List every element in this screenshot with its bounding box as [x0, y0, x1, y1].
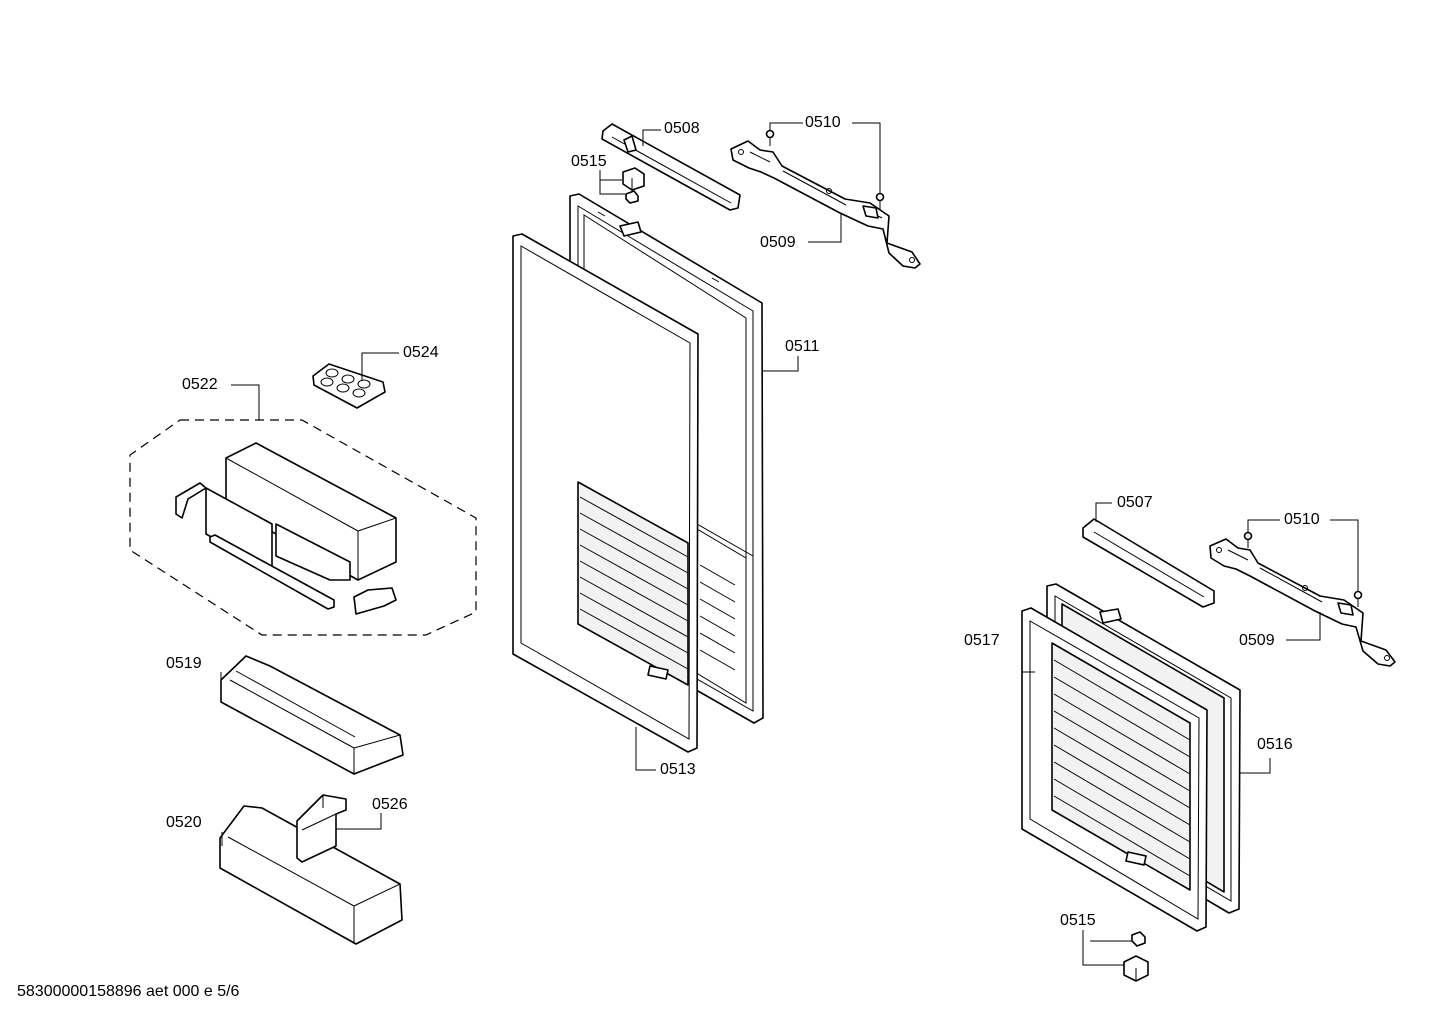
shelf-grid-upper-rear: [699, 564, 736, 671]
part-0519-door-shelf: [220, 655, 404, 775]
part-0515-hinge-cap-lower: [1123, 931, 1149, 982]
label-0509-lower: 0509: [1239, 632, 1275, 649]
label-0519: 0519: [166, 655, 202, 672]
leader-lines: [220, 122, 1359, 966]
part-0510-screws-lower: [1243, 531, 1363, 607]
label-0513: 0513: [660, 761, 696, 778]
document-footer-id: 58300000158896 aet 000 e 5/6: [17, 983, 240, 1000]
part-0509-hinge-bracket-upper: [730, 140, 921, 269]
part-0517-door-gasket: [1021, 607, 1208, 932]
label-0509-upper: 0509: [760, 234, 796, 251]
label-0526: 0526: [372, 796, 408, 813]
label-0524: 0524: [403, 344, 439, 361]
part-0507-cover-strip: [1082, 518, 1215, 608]
label-0510-lower: 0510: [1284, 511, 1320, 528]
label-0511: 0511: [785, 338, 820, 355]
label-0515-upper: 0515: [571, 153, 607, 170]
part-0522-butter-compartment: [175, 442, 397, 615]
part-0509-hinge-bracket-lower: [1209, 538, 1396, 667]
part-0510-screws-upper: [765, 129, 885, 209]
label-0510-upper: 0510: [805, 114, 841, 131]
part-0513-door-gasket: [512, 233, 736, 753]
label-0507: 0507: [1117, 494, 1153, 511]
part-0515-hinge-cap-upper: [622, 167, 645, 204]
shelf-grid-upper: [579, 496, 689, 670]
label-0516: 0516: [1257, 736, 1293, 753]
label-0522: 0522: [182, 376, 218, 393]
part-0508-cover-strip: [601, 123, 741, 211]
part-0524-egg-tray: [312, 363, 386, 409]
shelf-grid-lower: [1053, 659, 1191, 877]
label-0520: 0520: [166, 814, 202, 831]
part-0520-bottle-shelf: [219, 805, 403, 945]
label-0508: 0508: [664, 120, 700, 137]
label-0515-lower: 0515: [1060, 912, 1096, 929]
group-0522-outline: [129, 419, 477, 636]
label-0517: 0517: [964, 632, 1000, 649]
part-0526-bottle-divider: [296, 794, 347, 863]
